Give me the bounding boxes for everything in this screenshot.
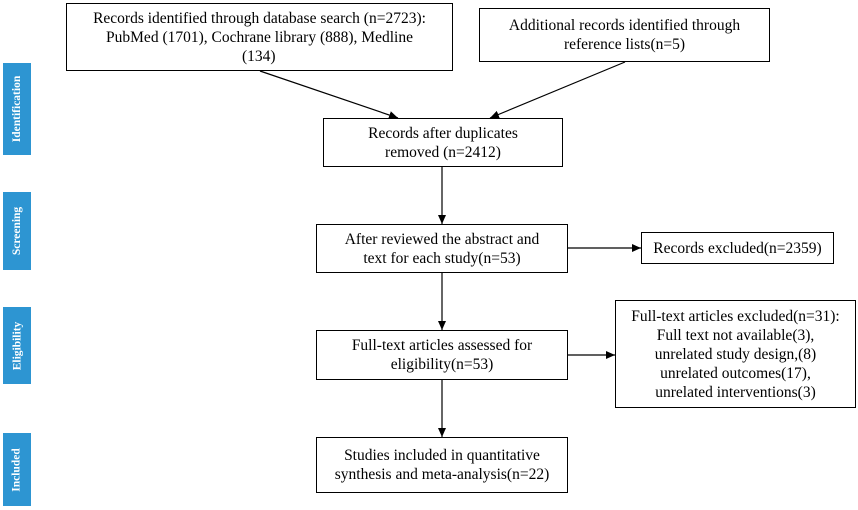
after-duplicates-line-1: Records after duplicates <box>368 124 518 142</box>
stage-included-label: Included <box>11 447 23 492</box>
stage-identification-label: Identification <box>11 75 24 143</box>
database-search-box: Records identified through database sear… <box>66 3 453 71</box>
stage-eligibility-label: Eligibility <box>11 321 24 370</box>
database-search-line-3: (134) <box>242 47 276 65</box>
included-studies-line-1: Studies included in quantitative <box>344 447 540 464</box>
included-studies-box: Studies included in quantitative synthes… <box>316 437 568 493</box>
full-text-excluded-line-1: Full-text articles excluded(n=31): <box>631 307 840 325</box>
after-duplicates-line-2: removed (n=2412) <box>385 143 501 161</box>
abstract-review-box: After reviewed the abstract and text for… <box>316 224 568 273</box>
after-duplicates-box: Records after duplicates removed (n=2412… <box>323 118 563 167</box>
database-search-line-1: Records identified through database sear… <box>93 9 426 27</box>
full-text-excluded-line-5: unrelated interventions(3) <box>655 383 816 401</box>
full-text-assessed-line-2: eligibility(n=53) <box>390 356 494 373</box>
full-text-assessed-box: Full-text articles assessed for eligibil… <box>316 330 568 380</box>
stage-identification: Identification <box>3 63 31 155</box>
additional-records-line-1: Additional records identified through <box>508 17 741 34</box>
database-search-line-2: PubMed (1701), Cochrane library (888), M… <box>106 28 413 46</box>
stage-screening-label: Screening <box>11 206 23 256</box>
full-text-excluded-line-3: unrelated study design,(8) <box>654 345 817 363</box>
abstract-review-line-1: After reviewed the abstract and <box>344 230 540 248</box>
stage-eligibility: Eligibility <box>3 307 31 384</box>
stage-included: Included <box>3 433 31 506</box>
stage-screening: Screening <box>3 192 31 270</box>
additional-records-line-2: reference lists(n=5) <box>563 36 686 53</box>
full-text-excluded-line-2: Full text not available(3), <box>656 326 815 344</box>
records-excluded-box: Records excluded(n=2359) <box>641 232 834 264</box>
full-text-excluded-line-4: unrelated outcomes(17), <box>660 364 811 382</box>
records-excluded-line-1: Records excluded(n=2359) <box>653 239 822 257</box>
arrow-database-to-duplicates <box>259 70 399 119</box>
included-studies-line-2: synthesis and meta-analysis(n=22) <box>334 466 550 483</box>
arrow-additional-to-duplicates <box>489 61 626 119</box>
full-text-excluded-box: Full-text articles excluded(n=31): Full … <box>615 300 856 408</box>
abstract-review-line-2: text for each study(n=53) <box>363 249 521 267</box>
additional-records-box: Additional records identified through re… <box>479 8 770 62</box>
full-text-assessed-line-1: Full-text articles assessed for <box>351 337 533 354</box>
